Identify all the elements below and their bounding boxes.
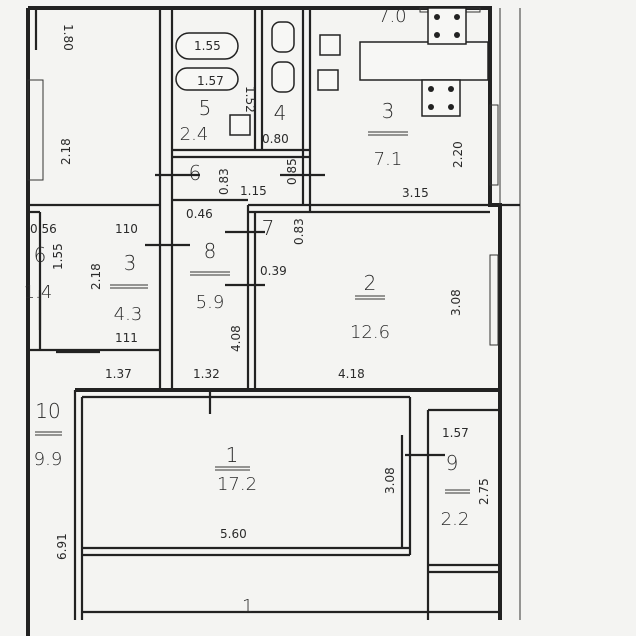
room-7-number: 7: [262, 216, 275, 240]
room-2-number: 2: [364, 271, 377, 295]
dim-1-57-b: 1.57: [442, 426, 469, 440]
room-3-corridor-area: 4.3: [114, 304, 143, 325]
counter-icon: [359, 41, 489, 81]
dimension-labels: 1.80 7.0 1.55 1.57 1.52 0.80 2.20 2.18 0…: [30, 6, 491, 617]
stove-icon: [421, 79, 461, 117]
room-8-area: 5.9: [196, 292, 225, 313]
room-labels: 1 17.2 2 12.6 3 7.1 3 4.3 4 5 2.4 6 7 8 …: [24, 96, 470, 530]
room-3-kitchen-area: 7.1: [374, 149, 403, 170]
room-1-area: 17.2: [217, 474, 257, 495]
room-3-corridor-number: 3: [124, 251, 137, 275]
dim-5-60: 5.60: [220, 527, 247, 541]
room-1-number: 1: [226, 443, 239, 467]
dim-1-15: 1.15: [240, 184, 267, 198]
toilet-icon: [271, 21, 295, 53]
door-marks: [38, 173, 445, 457]
room-4-number: 4: [274, 101, 287, 125]
dim-1-80: 1.80: [61, 24, 75, 51]
dim-0-80: 0.80: [262, 132, 289, 146]
room-6-number: 6: [189, 161, 202, 185]
room-8-number: 8: [204, 239, 217, 263]
washer-icon: [229, 114, 251, 136]
dim-bottom: 1: [242, 596, 253, 617]
dim-4-08: 4.08: [229, 325, 243, 352]
dim-3-15: 3.15: [402, 186, 429, 200]
outlet-icon: [319, 34, 341, 56]
dim-3-08: 3.08: [449, 289, 463, 316]
room-5-number: 5: [199, 96, 212, 120]
room-6b-number: 6: [34, 243, 47, 267]
dim-1-52: 1.52: [243, 86, 257, 113]
dim-110: 110: [115, 222, 138, 236]
dim-1-37: 1.37: [105, 367, 132, 381]
room-9-number: 9: [446, 451, 459, 475]
dim-0-39: 0.39: [260, 264, 287, 278]
dim-3-08-b: 3.08: [383, 467, 397, 494]
dim-2-20: 2.20: [451, 141, 465, 168]
dim-0-83-b: 0.83: [292, 218, 306, 245]
dim-2-18: 2.18: [59, 138, 73, 165]
dim-4-18: 4.18: [338, 367, 365, 381]
dim-1-55-b: 1.55: [51, 243, 65, 270]
dim-0-85: 0.85: [285, 158, 299, 185]
dim-111: 111: [115, 331, 138, 345]
dim-0-56: 0.56: [30, 222, 57, 236]
dim-2-18-b: 2.18: [89, 263, 103, 290]
stove-top-icon: [427, 7, 467, 45]
dim-1-57: 1.57: [197, 74, 224, 88]
dim-1-32: 1.32: [193, 367, 220, 381]
room-10-number: 10: [35, 399, 60, 423]
room-10-area: 9.9: [34, 449, 63, 470]
interior-walls: [27, 8, 500, 620]
room-9-area: 2.2: [441, 509, 470, 530]
dim-2-75: 2.75: [477, 478, 491, 505]
dim-1-55: 1.55: [194, 39, 221, 53]
bathtub-icon: [175, 32, 239, 60]
dim-0-83: 0.83: [217, 168, 231, 195]
sink-icon: [175, 67, 239, 91]
toilet-icon-2: [271, 61, 295, 93]
dim-0-46: 0.46: [186, 207, 213, 221]
right-wall: [28, 6, 502, 620]
room-6b-area: 1.4: [24, 282, 53, 303]
dim-7-0: 7.0: [378, 6, 407, 27]
fixtures: [175, 7, 489, 136]
room-5-area: 2.4: [180, 124, 209, 145]
room-3-kitchen-number: 3: [382, 99, 395, 123]
room-2-area: 12.6: [350, 322, 390, 343]
outlet-icon-2: [317, 69, 339, 91]
dim-6-91: 6.91: [55, 533, 69, 560]
